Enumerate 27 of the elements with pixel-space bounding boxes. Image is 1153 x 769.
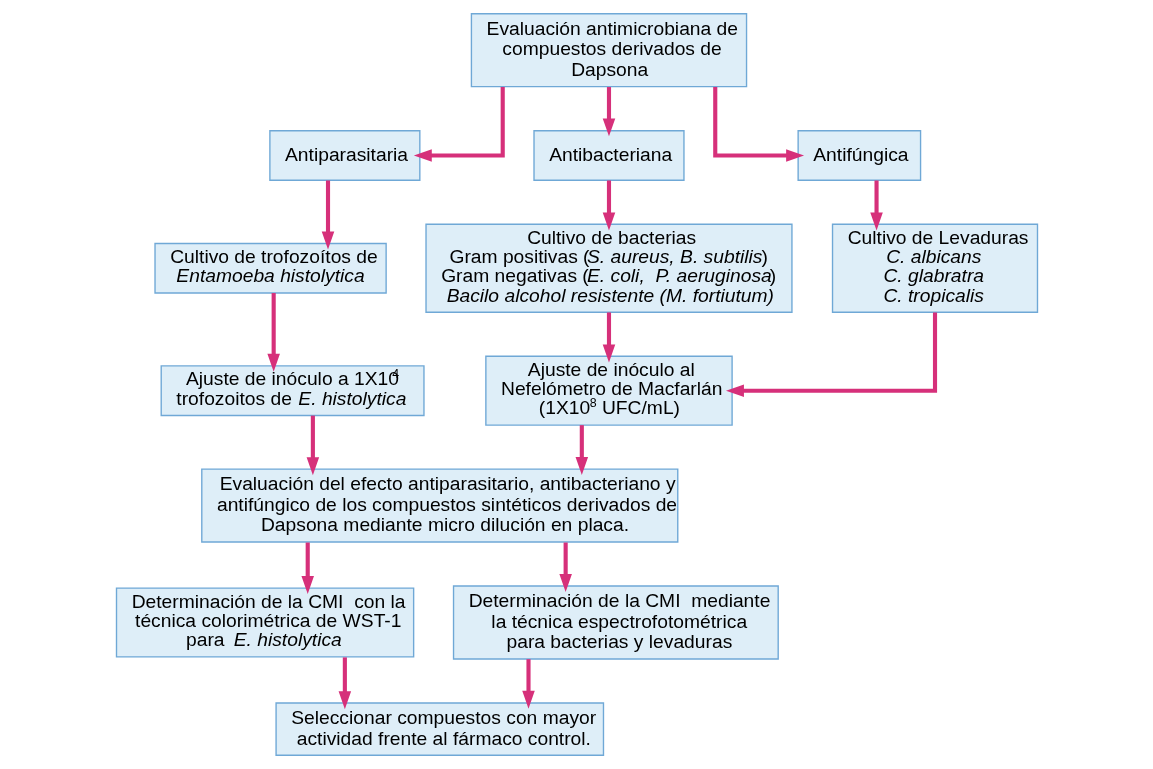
arrow: [338, 657, 351, 710]
arrow: [558, 542, 572, 592]
arrow: [300, 542, 314, 594]
arrow: [869, 180, 883, 231]
node-box: Evaluación del efecto antiparasitario, antibacteriano y antifúngico de los compuestos sintéticos derivados de Dapsona mediante micro dilución en placa.: [200, 468, 678, 543]
node-box: Seleccionar compuestos con mayor actividad frente al fármaco control.: [274, 702, 604, 756]
arrow: [712, 87, 804, 162]
arrow: [321, 180, 334, 250]
arrow: [306, 415, 319, 476]
node-box: Antiparasitaria: [268, 130, 420, 181]
arrow: [725, 312, 937, 397]
node-box: Cultivo de trofozoítos de Entamoeba histolytica: [153, 242, 387, 294]
arrow: [575, 425, 588, 475]
arrow: [602, 87, 615, 137]
arrow: [521, 659, 535, 709]
node-box: Determinación de la CMI mediante la técnica espectrofotométrica para bacterias y levaduras: [452, 585, 779, 660]
arrow: [602, 312, 615, 363]
arrow: [602, 180, 615, 231]
node-box: Cultivo de bacterias Gram positivas (S. aureus, B. subtilis) Gram negativas (E. coli, P. aeruginosa) Bacilo alcohol resistente (M. fortiutum): [424, 223, 793, 313]
node-box: Antifúngica: [796, 130, 921, 181]
node-box: Ajuste de inóculo al Nefelómetro de Macfarlán (1X10$^{8}$ UFC/mL): [484, 355, 733, 426]
node-box: Antibacteriana: [532, 130, 685, 181]
node-box: Cultivo de Levaduras C. albicans C. glabratra C. tropicalis: [831, 223, 1038, 313]
node-box: Determinación de la CMI con la técnica colorimétrica de WST-1 para E. histolytica: [115, 587, 414, 658]
node-box: Evaluación antimicrobiana de compuestos derivados de Dapsona: [470, 13, 747, 88]
arrow: [413, 87, 505, 162]
arrow: [266, 293, 280, 372]
